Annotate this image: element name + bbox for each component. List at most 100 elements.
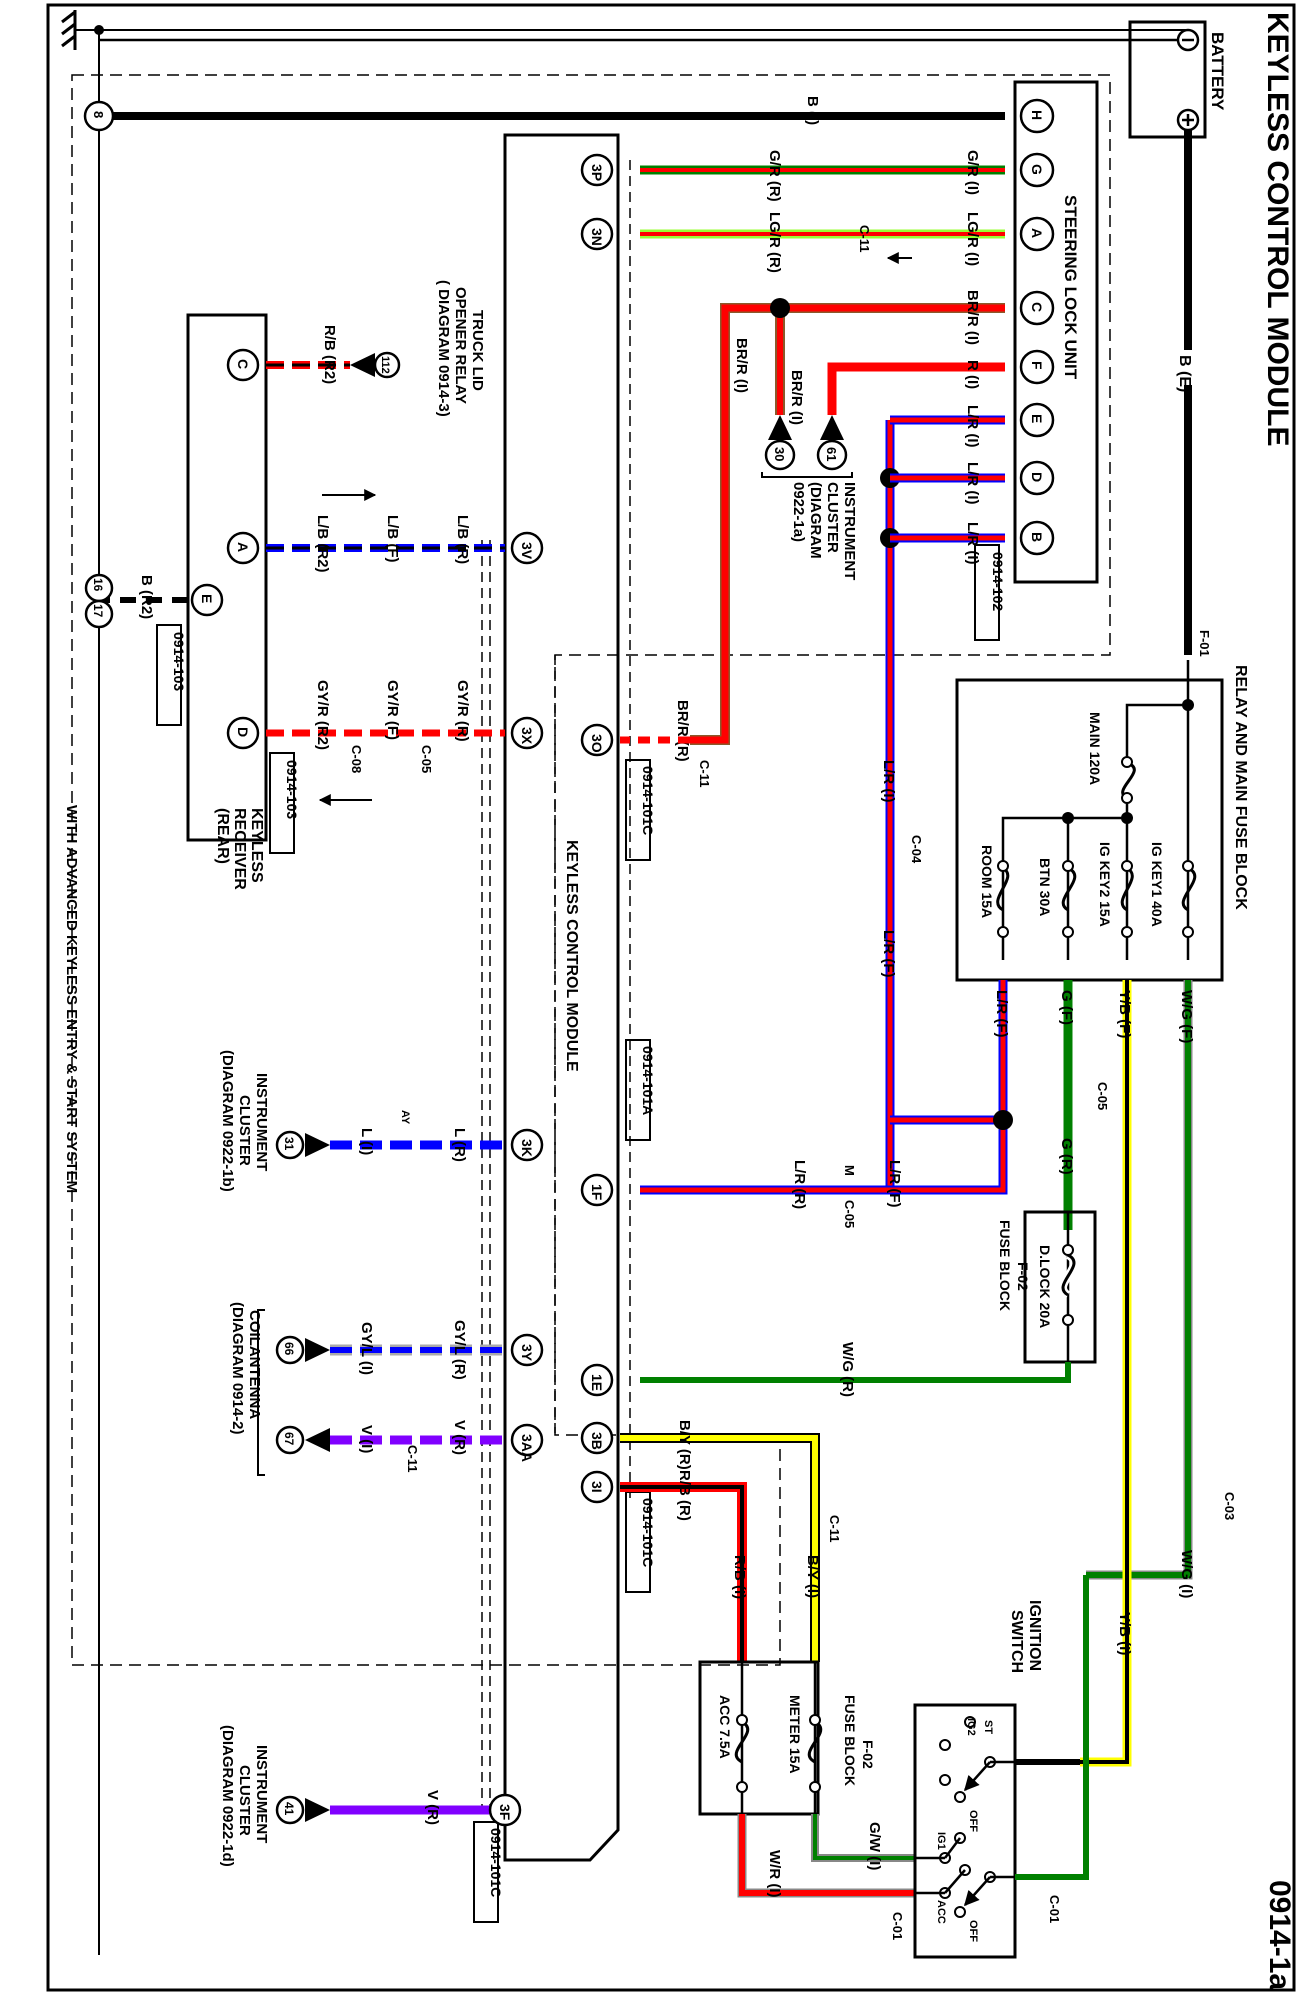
kcm-pin-3aa: 3AA <box>510 1423 544 1462</box>
wire-label-battery: B (E) <box>1176 355 1193 392</box>
receiver-pin-c: C <box>226 348 260 382</box>
fuse-block-dlock-f02: F-02 <box>1015 1262 1031 1291</box>
wire-label-lgr-r: LG/R (R) <box>766 212 783 273</box>
receiver-pin-c-label: C <box>235 359 251 369</box>
steering-lock-pin-d-label: D <box>1029 472 1045 482</box>
kcm-pin-3x: 3X <box>510 716 544 750</box>
ign-pos-acc: ACC <box>935 1900 947 1924</box>
steering-lock-pin-f-label: F <box>1029 361 1045 370</box>
keyless-receiver-rear: KEYLESS RECEIVER (REAR) 0914-103 0914-10… <box>156 313 300 890</box>
wire-label-wg-1e: W/G (R) <box>839 1342 856 1397</box>
kcm-ref-101c-b: 0914-101C <box>640 1498 656 1567</box>
ground-point-8: 8 <box>91 111 106 118</box>
junction-lr <box>993 1110 1013 1130</box>
wire-label-l-r: L (R) <box>451 1128 468 1162</box>
connector-c03: C-03 <box>1222 1492 1237 1520</box>
fuse-block-meter: METER 15A ACC 7.5A F-02 FUSE BLOCK <box>698 1660 876 1816</box>
truck-lid-line3: ( DIAGRAM 0914-3) <box>435 280 452 417</box>
wire-label-lr-d: L/R (I) <box>964 462 981 505</box>
steering-lock-pin-h: H <box>1019 98 1055 134</box>
kcm-pin-3f-label: 3F <box>497 1804 513 1821</box>
receiver-ref-e: 0914-103 <box>171 632 187 691</box>
receiver-ref: 0914-103 <box>284 760 300 819</box>
fuse-igkey2-icon <box>1120 860 1134 938</box>
steering-lock-pin-e-label: E <box>1029 414 1045 423</box>
cluster-d-line1: INSTRUMENT <box>253 1745 270 1843</box>
fuse-igkey1-icon <box>1181 860 1197 938</box>
wire-label-wg-i: W/G (I) <box>1178 1550 1195 1598</box>
receiver-line1: KEYLESS <box>248 808 265 883</box>
wire-label-wg-f: W/G (F) <box>1178 990 1195 1043</box>
wire-label-lr-b: L/R (I) <box>964 522 981 565</box>
ground-icon <box>61 10 77 50</box>
connector-c05: C-05 <box>842 1200 857 1228</box>
kcm-pin-3p-label: 3P <box>589 164 605 181</box>
ground-point-16: 16 <box>91 578 105 592</box>
fuse-label-acc: ACC 7.5A <box>717 1695 733 1759</box>
connector-c05-gyr: C-05 <box>419 745 434 773</box>
wire-yb <box>1080 980 1132 1767</box>
wire-label-v-r: V (R) <box>451 1420 468 1455</box>
coil-antenna-bracket <box>257 1309 265 1476</box>
page-title: KEYLESS CONTROL MODULE <box>1261 12 1294 446</box>
steering-lock-pin-b-label: B <box>1029 532 1045 542</box>
wire-wg <box>1086 980 1193 1580</box>
junction-brr <box>770 298 790 318</box>
steering-lock-pin-f: F <box>1019 349 1055 385</box>
fuse-label-room: ROOM 15A <box>979 845 995 918</box>
wire-label-gyr-f: GY/R (F) <box>384 680 401 740</box>
truck-lid-line1: TRUCK LID <box>469 310 486 391</box>
ign-pos-off1: OFF <box>967 1810 979 1832</box>
fuse-label-btn: BTN 30A <box>1037 858 1053 916</box>
page-frame <box>46 3 1296 1992</box>
keyless-control-module: KEYLESS CONTROL MODULE 0914-101C 0914-10… <box>473 133 656 1923</box>
wire-label-g-r: G (R) <box>1058 1138 1075 1175</box>
steering-lock-pin-b: B <box>1019 520 1055 556</box>
fuse-main-120a-icon <box>1121 756 1136 804</box>
fuse-block-meter-label: FUSE BLOCK <box>842 1695 858 1786</box>
fuse-room-icon <box>996 860 1010 938</box>
ignition-switch-line2: SWITCH <box>1008 1610 1025 1673</box>
battery-label: BATTERY <box>1208 32 1227 111</box>
wire-label-gr-i: G/R (I) <box>964 150 981 195</box>
connector-f01: F-01 <box>1197 630 1212 657</box>
pin-61: 61 <box>824 447 839 461</box>
ign-pos-off2: OFF <box>967 1920 979 1942</box>
steering-lock-pin-d: D <box>1019 460 1055 496</box>
kcm-pin-3o-label: 3O <box>589 734 605 753</box>
kcm-pin-3n-label: 3N <box>589 228 605 246</box>
kcm-pin-3o: 3O <box>580 723 614 757</box>
kcm-pin-3v: 3V <box>510 531 544 565</box>
kcm-ref-101a: 0914-101A <box>640 1046 656 1115</box>
coil-antenna-line2: (DIAGRAM 0914-2) <box>229 1302 246 1435</box>
wire-label-v-41: V (R) <box>424 1790 441 1825</box>
wire-wg-to-switch <box>1015 1575 1089 1880</box>
kcm-pin-3f: 3F <box>488 1793 522 1827</box>
pin-31: 31 <box>282 1137 296 1151</box>
kcm-pin-1f-label: 1F <box>589 1184 605 1201</box>
relay-main-fuse-block: RELAY AND MAIN FUSE BLOCK F-01 MAIN 120A… <box>955 630 1249 982</box>
pin-41: 41 <box>282 1802 296 1816</box>
wire-label-lb-f: L/B (F) <box>384 515 401 562</box>
receiver-pin-a: A <box>226 531 260 565</box>
wire-label-lr-1f-f: L/R (F) <box>886 1160 903 1207</box>
pin-67: 67 <box>282 1432 296 1446</box>
wire-label-g-f: G (F) <box>1058 990 1075 1025</box>
kcm-pin-3x-label: 3X <box>519 727 535 745</box>
steering-lock-pin-a-label: A <box>1029 228 1045 238</box>
wire-label-lr-e: L/R (I) <box>964 405 981 448</box>
wire-label-gyl-r: GY/L (R) <box>451 1320 468 1380</box>
connector-c11b: C-11 <box>697 760 712 787</box>
option-boundary <box>71 74 1111 1666</box>
steering-lock-pin-a: A <box>1019 216 1055 252</box>
relay-fuse-block-label: RELAY AND MAIN FUSE BLOCK <box>1232 665 1249 910</box>
cluster-a-line2: CLUSTER <box>824 482 841 553</box>
connector-ay: AY <box>399 1110 411 1125</box>
wire-label-wr: W/R (I) <box>766 1850 783 1897</box>
fuse-dlock-icon <box>1059 1244 1078 1326</box>
wire-label-gw: G/W (I) <box>866 1822 883 1870</box>
fuse-meter-icon <box>807 1714 823 1793</box>
wire-label-br-3o: BR/R (R) <box>674 700 691 762</box>
kcm-pin-1f: 1F <box>580 1173 614 1207</box>
steering-lock-ref: 0914-102 <box>990 552 1006 611</box>
